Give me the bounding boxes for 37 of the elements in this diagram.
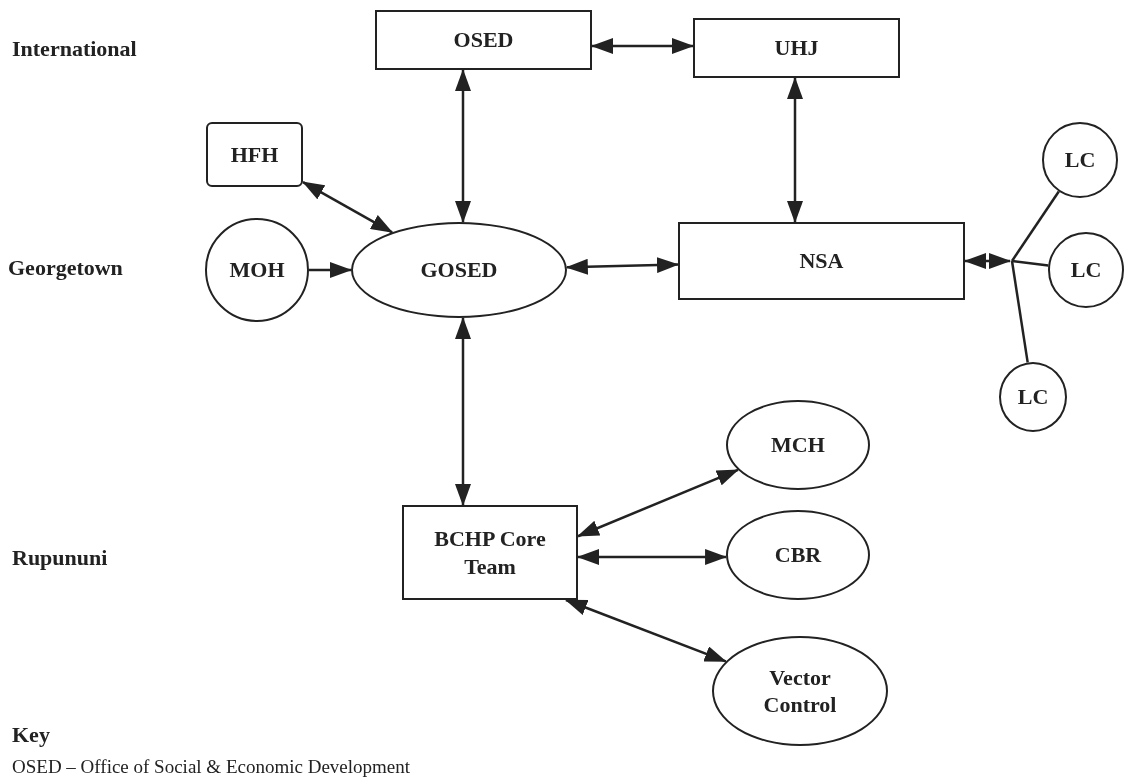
- node-label: OSED: [453, 26, 514, 54]
- node-label: Vector Control: [762, 663, 838, 719]
- node-label: LC: [1064, 146, 1096, 174]
- node-label: GOSED: [420, 256, 498, 284]
- arrow: [455, 69, 471, 224]
- org-box: [678, 222, 965, 300]
- key-heading: Key: [12, 722, 50, 748]
- node-label: LC: [1017, 383, 1049, 411]
- connector-line: [1011, 259, 1049, 267]
- arrow: [309, 262, 352, 278]
- connector-line: [1010, 190, 1060, 262]
- arrow: [455, 316, 471, 506]
- node-label: BCHP Core Team: [433, 525, 547, 580]
- arrow: [565, 257, 679, 275]
- arrow: [565, 598, 727, 663]
- node-label: LC: [1070, 256, 1102, 284]
- arrow: [577, 549, 728, 565]
- org-box: [375, 10, 592, 70]
- node-label: MCH: [771, 431, 825, 459]
- org-box: [693, 18, 900, 78]
- arrow: [787, 77, 803, 223]
- org-box: [402, 505, 578, 600]
- tier-label: International: [12, 36, 137, 62]
- node-label: HFH: [230, 140, 279, 169]
- key-entry: OSED – Office of Social & Economic Development: [12, 756, 411, 778]
- org-box: [206, 122, 303, 187]
- node-label: MOH: [229, 256, 285, 284]
- node-label: NSA: [799, 247, 844, 275]
- arrow: [964, 253, 1011, 269]
- arrow: [302, 180, 393, 234]
- connector-line: [1010, 260, 1029, 363]
- tier-label: Rupununi: [12, 545, 108, 571]
- arrow: [591, 38, 694, 54]
- tier-label: Georgetown: [8, 255, 123, 281]
- arrow: [577, 468, 739, 538]
- node-label: CBR: [774, 541, 822, 569]
- node-label: UHJ: [774, 34, 819, 62]
